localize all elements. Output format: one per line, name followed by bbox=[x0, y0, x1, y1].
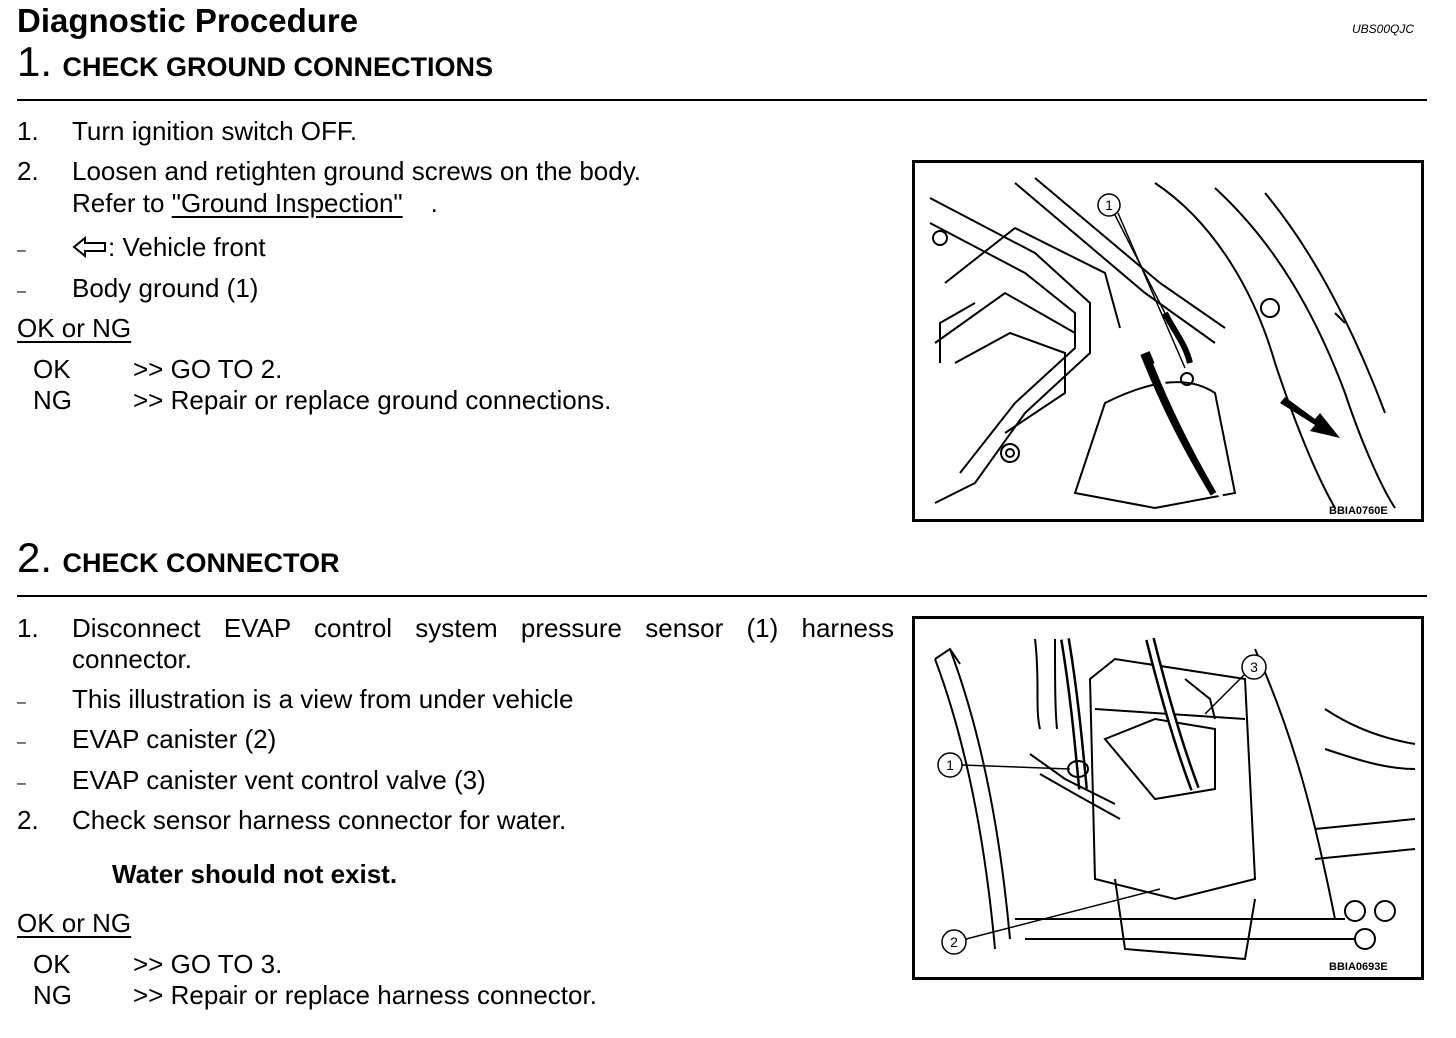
step2-ok-action[interactable]: >> GO TO 3. bbox=[133, 949, 283, 979]
vehicle-front-arrow-icon bbox=[72, 235, 106, 259]
step2-item-4-text: EVAP canister vent control valve (3) bbox=[72, 765, 486, 795]
figure2-code: BBIA0693E bbox=[1329, 961, 1388, 973]
ground-illustration: 1 bbox=[929, 177, 1396, 510]
step2-divider bbox=[17, 595, 1427, 597]
step1-item-4-marker: – bbox=[17, 283, 26, 300]
step2-item-2-text: This illustration is a view from under v… bbox=[72, 684, 574, 714]
step2-heading: 2. CHECK CONNECTOR bbox=[17, 534, 340, 582]
figure-evap-canister: 1 2 3 BBIA0693E bbox=[912, 616, 1424, 980]
step1-item-3-marker: – bbox=[17, 242, 26, 259]
step1-item-1-text: Turn ignition switch OFF. bbox=[72, 116, 358, 146]
step2-number: 2. bbox=[17, 534, 53, 581]
step2-item-3-marker: – bbox=[17, 734, 26, 751]
step2-title: CHECK CONNECTOR bbox=[62, 548, 340, 578]
step2-item-4-marker: – bbox=[17, 775, 26, 792]
ground-inspection-link[interactable]: "Ground Inspection" bbox=[171, 188, 403, 218]
step1-ok-ng-label: OK or NG bbox=[17, 313, 132, 343]
step2-item-2-marker: – bbox=[17, 694, 26, 711]
step1-heading: 1. CHECK GROUND CONNECTIONS bbox=[17, 38, 493, 86]
figure-ground-location: 1 BBIA0760E bbox=[912, 160, 1424, 522]
step1-ok-action[interactable]: >> GO TO 2. bbox=[133, 354, 283, 384]
step2-ng-action: >> Repair or replace harness connector. bbox=[133, 980, 597, 1010]
step2-item-3-text: EVAP canister (2) bbox=[72, 724, 277, 754]
step1-item-2-text: Loosen and retighten ground screws on th… bbox=[72, 156, 642, 186]
vehicle-front-label: : Vehicle front bbox=[108, 232, 266, 262]
step1-divider bbox=[17, 99, 1427, 101]
step2-ok-ng-label: OK or NG bbox=[17, 908, 132, 938]
step2-item-1-continued: connector. bbox=[72, 644, 192, 674]
step1-item-2-marker: 2. bbox=[17, 156, 39, 186]
step1-ok-label: OK bbox=[33, 354, 71, 384]
figure2-callout-1: 1 bbox=[946, 757, 954, 773]
figure1-code: BBIA0760E bbox=[1329, 505, 1388, 517]
figure2-callout-2: 2 bbox=[950, 934, 958, 950]
step1-number: 1. bbox=[17, 38, 53, 85]
step2-item-1-text: Disconnect EVAP control system pressure … bbox=[72, 613, 894, 643]
figure2-callout-3: 3 bbox=[1250, 659, 1258, 675]
document-id: UBS00QJC bbox=[1352, 22, 1415, 36]
step2-ng-label: NG bbox=[33, 980, 72, 1010]
figure1-callout-1: 1 bbox=[1105, 197, 1113, 213]
step2-item-5-text: Check sensor harness connector for water… bbox=[72, 805, 567, 835]
refer-suffix: . bbox=[430, 188, 438, 218]
vehicle-front-line: : Vehicle front bbox=[72, 232, 266, 263]
step2-spec: Water should not exist. bbox=[112, 859, 398, 889]
page-title: Diagnostic Procedure bbox=[17, 2, 359, 39]
step2-item-5-marker: 2. bbox=[17, 805, 39, 835]
step1-item-1-marker: 1. bbox=[17, 116, 39, 146]
step1-refer-line: Refer to "Ground Inspection". bbox=[72, 188, 438, 219]
step2-ok-label: OK bbox=[33, 949, 71, 979]
refer-prefix: Refer to bbox=[72, 188, 172, 218]
step1-item-4-text: Body ground (1) bbox=[72, 273, 259, 303]
step1-title: CHECK GROUND CONNECTIONS bbox=[62, 52, 493, 82]
step1-ng-action: >> Repair or replace ground connections. bbox=[133, 385, 612, 415]
step2-item-1-marker: 1. bbox=[17, 613, 39, 643]
evap-illustration: 1 2 3 bbox=[934, 637, 1416, 961]
step1-ng-label: NG bbox=[33, 385, 72, 415]
